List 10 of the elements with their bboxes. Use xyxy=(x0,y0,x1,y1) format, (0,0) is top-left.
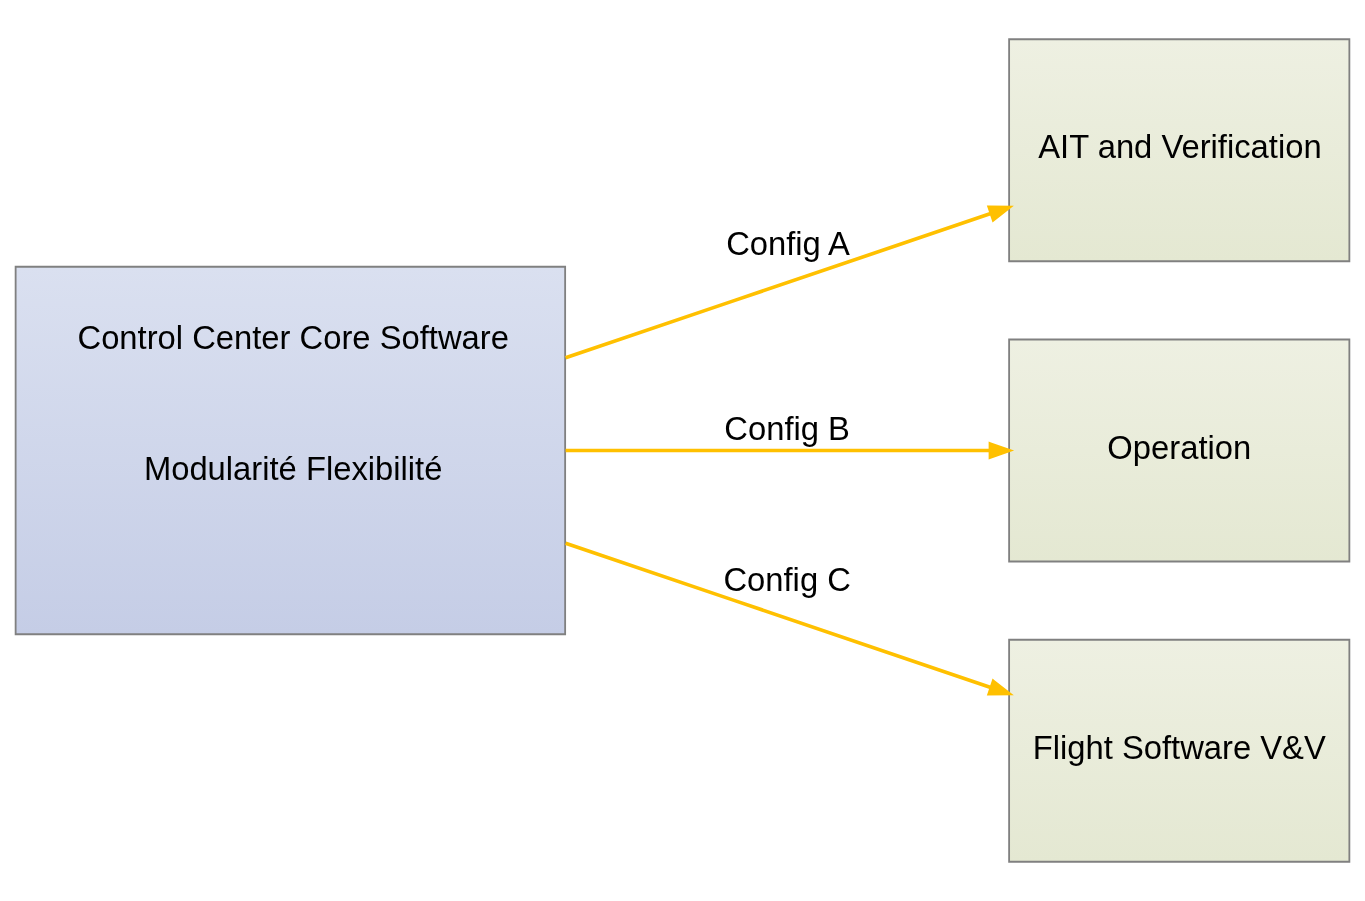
edge-label: Config C xyxy=(723,561,851,599)
edge-label: Config B xyxy=(724,410,850,448)
node-box: Flight Software V&V xyxy=(1008,638,1351,863)
edge-label: Config A xyxy=(726,224,850,262)
arrow xyxy=(565,205,1014,360)
node-box: Control Center Core Software Modularité Flexibilité xyxy=(14,265,567,636)
arrow xyxy=(565,441,1015,460)
arrow xyxy=(565,541,1014,696)
node-box: AIT and Verification xyxy=(1008,38,1351,263)
node-box: Operation xyxy=(1008,338,1351,563)
